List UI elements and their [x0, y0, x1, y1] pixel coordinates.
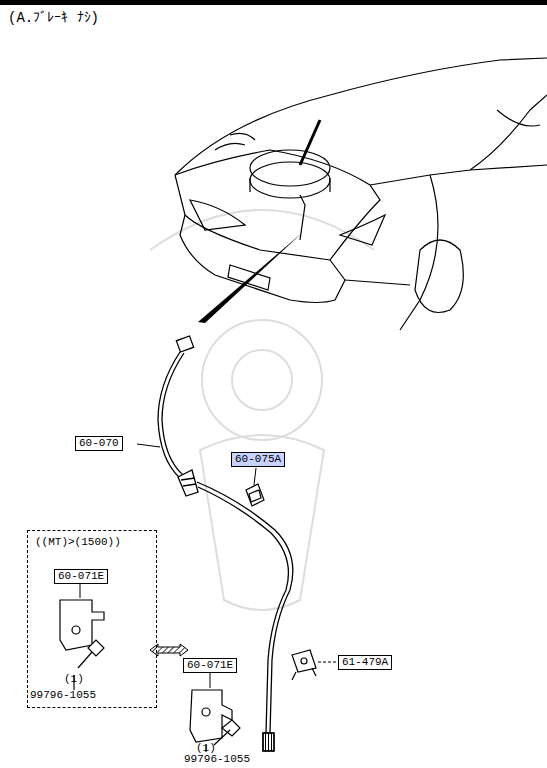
leader-lines	[80, 444, 336, 688]
part-number: 60-071E	[58, 570, 104, 582]
variant-condition: ((MT)>(1500))	[34, 536, 122, 548]
title: (A.ﾌﾞﾚｰｷ ﾅｼ)	[8, 10, 99, 26]
bolt-part-number: 99796-1055	[184, 753, 250, 766]
alternative-arrow	[150, 644, 188, 656]
part-number-box: 60-070	[75, 436, 123, 451]
watermark-logo	[150, 210, 374, 610]
car-drawing	[175, 58, 547, 330]
part-number-box: 60-071E	[183, 658, 237, 673]
location-pointer	[198, 232, 303, 323]
speedometer-cable	[158, 336, 293, 751]
bolt-part-number: 99796-1055	[30, 689, 96, 702]
part-number: 60-070	[79, 437, 119, 449]
quantity-number: (1)	[64, 673, 84, 686]
cable-clip	[246, 484, 264, 506]
part-number-box: 60-075A	[231, 452, 285, 467]
cable-holder-61-479A	[292, 650, 316, 680]
bracket-mt	[60, 600, 104, 690]
part-number: 60-075A	[235, 453, 281, 465]
top-bar	[0, 0, 547, 5]
part-number: 60-071E	[187, 659, 233, 671]
part-number-box: 60-071E	[54, 569, 108, 584]
variant-region: ((MT)>(1500)) 60-071E	[27, 530, 157, 708]
part-number-box: 61-479A	[338, 655, 392, 670]
part-number: 61-479A	[342, 656, 388, 668]
